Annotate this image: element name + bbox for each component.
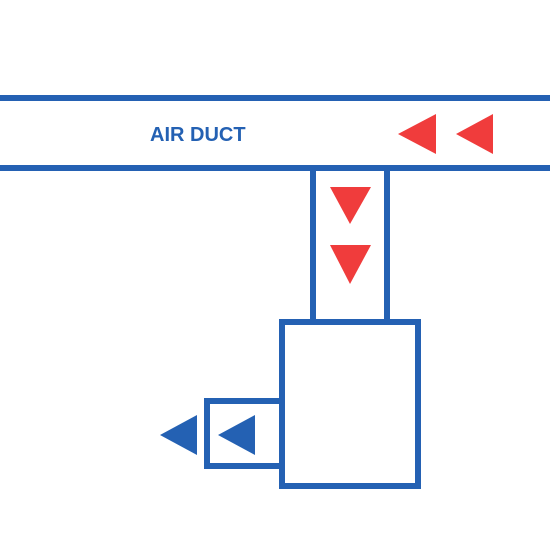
outlet-box	[204, 398, 285, 469]
duct-flow-arrow-icon-1	[398, 114, 436, 154]
outlet-flow-arrow-icon-inner	[218, 415, 255, 455]
outlet-flow-arrow-icon-outer	[160, 415, 197, 455]
duct-flow-arrow-icon-2	[456, 114, 493, 154]
air-handling-unit	[279, 319, 421, 489]
branch-flow-arrow-icon-2	[330, 245, 371, 284]
air-duct-label: AIR DUCT	[150, 124, 246, 146]
branch-flow-arrow-icon-1	[330, 187, 371, 224]
